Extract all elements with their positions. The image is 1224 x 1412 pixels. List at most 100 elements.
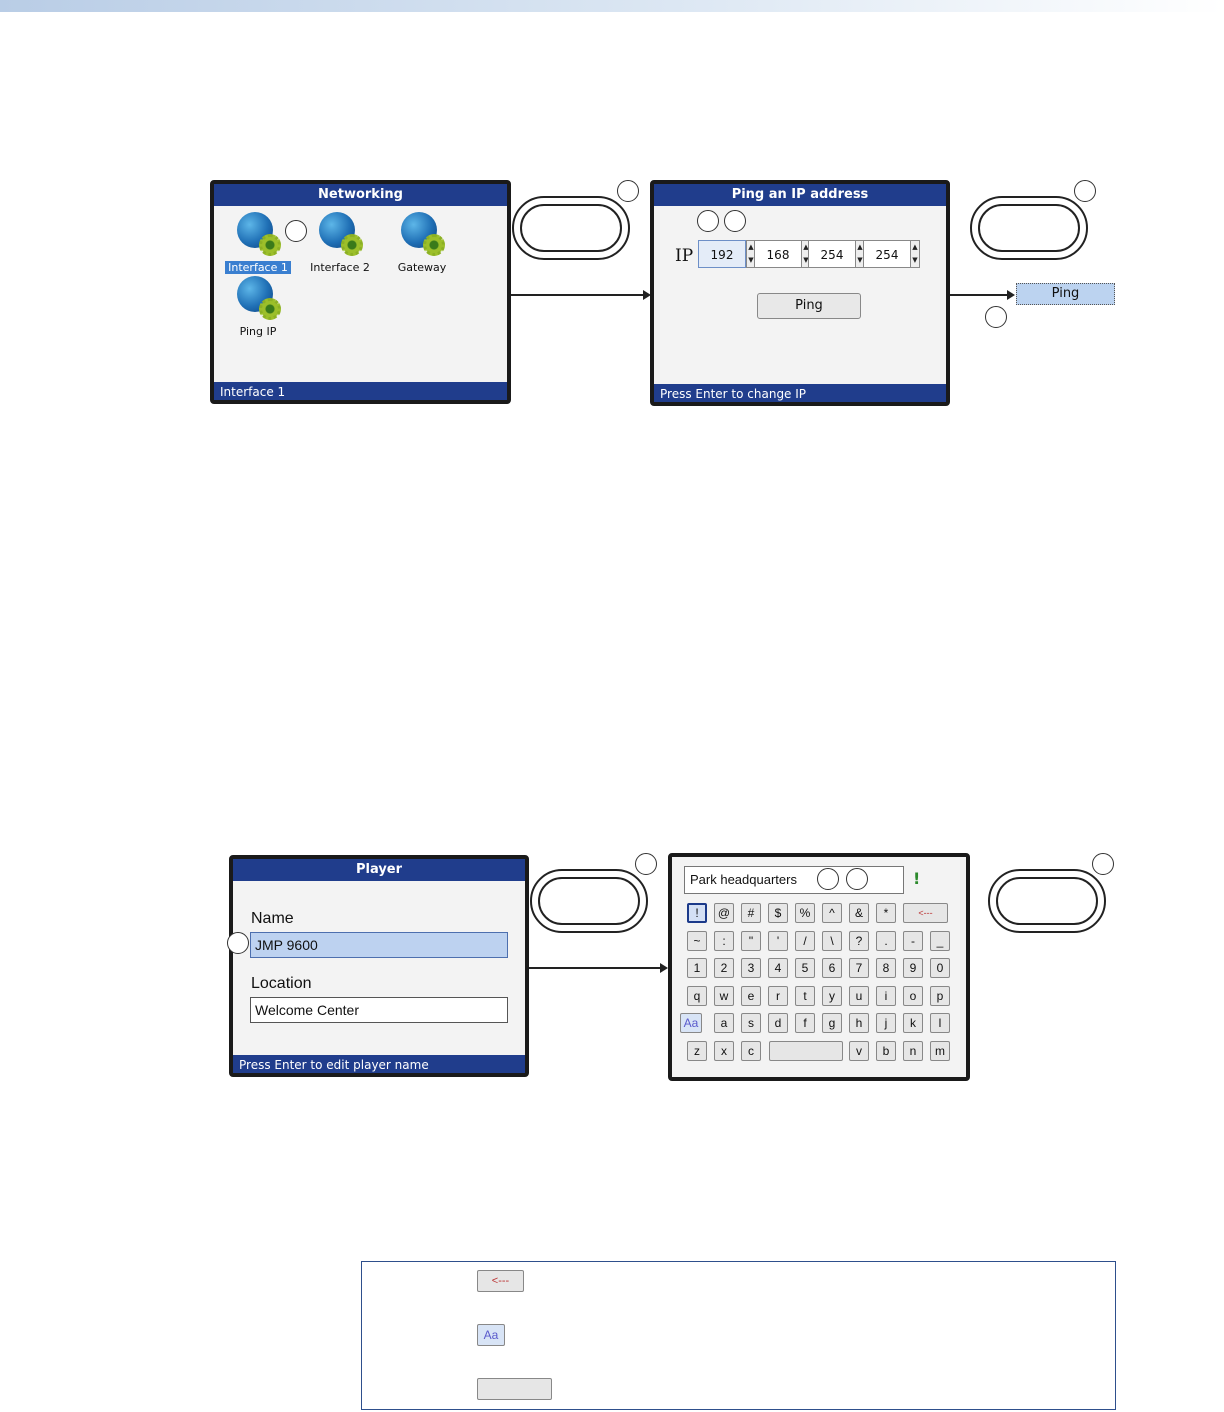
- callout-circle: [227, 932, 249, 954]
- key-g[interactable]: g: [822, 1013, 842, 1033]
- player-screen: Player Name JMP 9600 Location Welcome Ce…: [229, 855, 529, 1077]
- key-underscore[interactable]: _: [930, 931, 950, 951]
- key-case-toggle[interactable]: Aa: [680, 1013, 702, 1033]
- ping-screen: Ping an IP address IP 192 ▲▼ 168 ▲▼ 254 …: [650, 180, 950, 406]
- page-header-bar: [0, 0, 1224, 12]
- networking-title: Networking: [214, 184, 507, 206]
- key-h[interactable]: h: [849, 1013, 869, 1033]
- key-y[interactable]: y: [822, 986, 842, 1006]
- ip-octet-4[interactable]: 254: [863, 240, 911, 268]
- key-space[interactable]: [769, 1041, 843, 1061]
- key-0[interactable]: 0: [930, 958, 950, 978]
- key-w[interactable]: w: [714, 986, 734, 1006]
- key-q[interactable]: q: [687, 986, 707, 1006]
- interface-1-tile[interactable]: Interface 1: [218, 210, 298, 275]
- key-tilde[interactable]: ~: [687, 931, 707, 951]
- interface-2-tile[interactable]: Interface 2: [300, 210, 380, 275]
- key-m[interactable]: m: [930, 1041, 950, 1061]
- legend-space-key: [477, 1378, 552, 1400]
- key-3[interactable]: 3: [741, 958, 761, 978]
- key-i[interactable]: i: [876, 986, 896, 1006]
- legend-backspace-key: <---: [477, 1270, 524, 1292]
- ip-octet-1[interactable]: 192: [698, 240, 746, 268]
- key-n[interactable]: n: [903, 1041, 923, 1061]
- ip-octet-3[interactable]: 254: [808, 240, 856, 268]
- network-globe-icon: [235, 274, 281, 320]
- key-a[interactable]: a: [714, 1013, 734, 1033]
- callout-circle: [1074, 180, 1096, 202]
- key-exclamation[interactable]: !: [687, 903, 707, 923]
- key-dollar[interactable]: $: [768, 903, 788, 923]
- key-e[interactable]: e: [741, 986, 761, 1006]
- key-backspace[interactable]: <---: [903, 903, 948, 923]
- key-4[interactable]: 4: [768, 958, 788, 978]
- enter-button-graphic: [512, 196, 630, 260]
- key-asterisk[interactable]: *: [876, 903, 896, 923]
- ping-ip-tile[interactable]: Ping IP: [218, 274, 298, 339]
- key-r[interactable]: r: [768, 986, 788, 1006]
- key-2[interactable]: 2: [714, 958, 734, 978]
- key-c[interactable]: c: [741, 1041, 761, 1061]
- player-status: Press Enter to edit player name: [233, 1055, 525, 1073]
- key-hash[interactable]: #: [741, 903, 761, 923]
- key-t[interactable]: t: [795, 986, 815, 1006]
- key-question[interactable]: ?: [849, 931, 869, 951]
- key-p[interactable]: p: [930, 986, 950, 1006]
- callout-circle: [285, 220, 307, 242]
- key-double-quote[interactable]: ": [741, 931, 761, 951]
- flow-arrow: [511, 290, 651, 300]
- key-colon[interactable]: :: [714, 931, 734, 951]
- callout-circle: [846, 868, 868, 890]
- key-ampersand[interactable]: &: [849, 903, 869, 923]
- flow-arrow: [950, 290, 1015, 300]
- key-9[interactable]: 9: [903, 958, 923, 978]
- key-d[interactable]: d: [768, 1013, 788, 1033]
- ip-label: IP: [675, 246, 694, 266]
- key-7[interactable]: 7: [849, 958, 869, 978]
- networking-status: Interface 1: [214, 382, 507, 400]
- key-single-quote[interactable]: ': [768, 931, 788, 951]
- key-period[interactable]: .: [876, 931, 896, 951]
- callout-circle: [1092, 853, 1114, 875]
- key-o[interactable]: o: [903, 986, 923, 1006]
- key-v[interactable]: v: [849, 1041, 869, 1061]
- gateway-tile[interactable]: Gateway: [382, 210, 462, 275]
- callout-circle: [635, 853, 657, 875]
- keyboard-text-input[interactable]: Park headquarters: [684, 866, 904, 894]
- key-s[interactable]: s: [741, 1013, 761, 1033]
- key-b[interactable]: b: [876, 1041, 896, 1061]
- ip-octet-4-stepper[interactable]: ▲▼: [910, 240, 920, 268]
- ping-status: Press Enter to change IP: [654, 384, 946, 402]
- key-f[interactable]: f: [795, 1013, 815, 1033]
- key-5[interactable]: 5: [795, 958, 815, 978]
- ping-result-button[interactable]: Ping: [1016, 283, 1115, 305]
- location-label: Location: [251, 975, 312, 992]
- key-1[interactable]: 1: [687, 958, 707, 978]
- key-8[interactable]: 8: [876, 958, 896, 978]
- key-percent[interactable]: %: [795, 903, 815, 923]
- player-location-field[interactable]: Welcome Center: [250, 997, 508, 1023]
- network-globe-icon: [399, 210, 445, 256]
- name-label: Name: [251, 910, 294, 927]
- callout-circle: [724, 210, 746, 232]
- ip-octet-2[interactable]: 168: [754, 240, 802, 268]
- player-title: Player: [233, 859, 525, 881]
- flow-arrow: [529, 963, 668, 973]
- key-hyphen[interactable]: -: [903, 931, 923, 951]
- ping-button[interactable]: Ping: [757, 293, 861, 319]
- key-legend-box: <--- Aa: [361, 1261, 1116, 1410]
- key-6[interactable]: 6: [822, 958, 842, 978]
- key-x[interactable]: x: [714, 1041, 734, 1061]
- ping-title: Ping an IP address: [654, 184, 946, 206]
- key-u[interactable]: u: [849, 986, 869, 1006]
- key-slash[interactable]: /: [795, 931, 815, 951]
- key-k[interactable]: k: [903, 1013, 923, 1033]
- callout-circle: [985, 306, 1007, 328]
- key-l[interactable]: l: [930, 1013, 950, 1033]
- key-backslash[interactable]: \: [822, 931, 842, 951]
- key-z[interactable]: z: [687, 1041, 707, 1061]
- player-name-field[interactable]: JMP 9600: [250, 932, 508, 958]
- key-j[interactable]: j: [876, 1013, 896, 1033]
- key-caret[interactable]: ^: [822, 903, 842, 923]
- key-at[interactable]: @: [714, 903, 734, 923]
